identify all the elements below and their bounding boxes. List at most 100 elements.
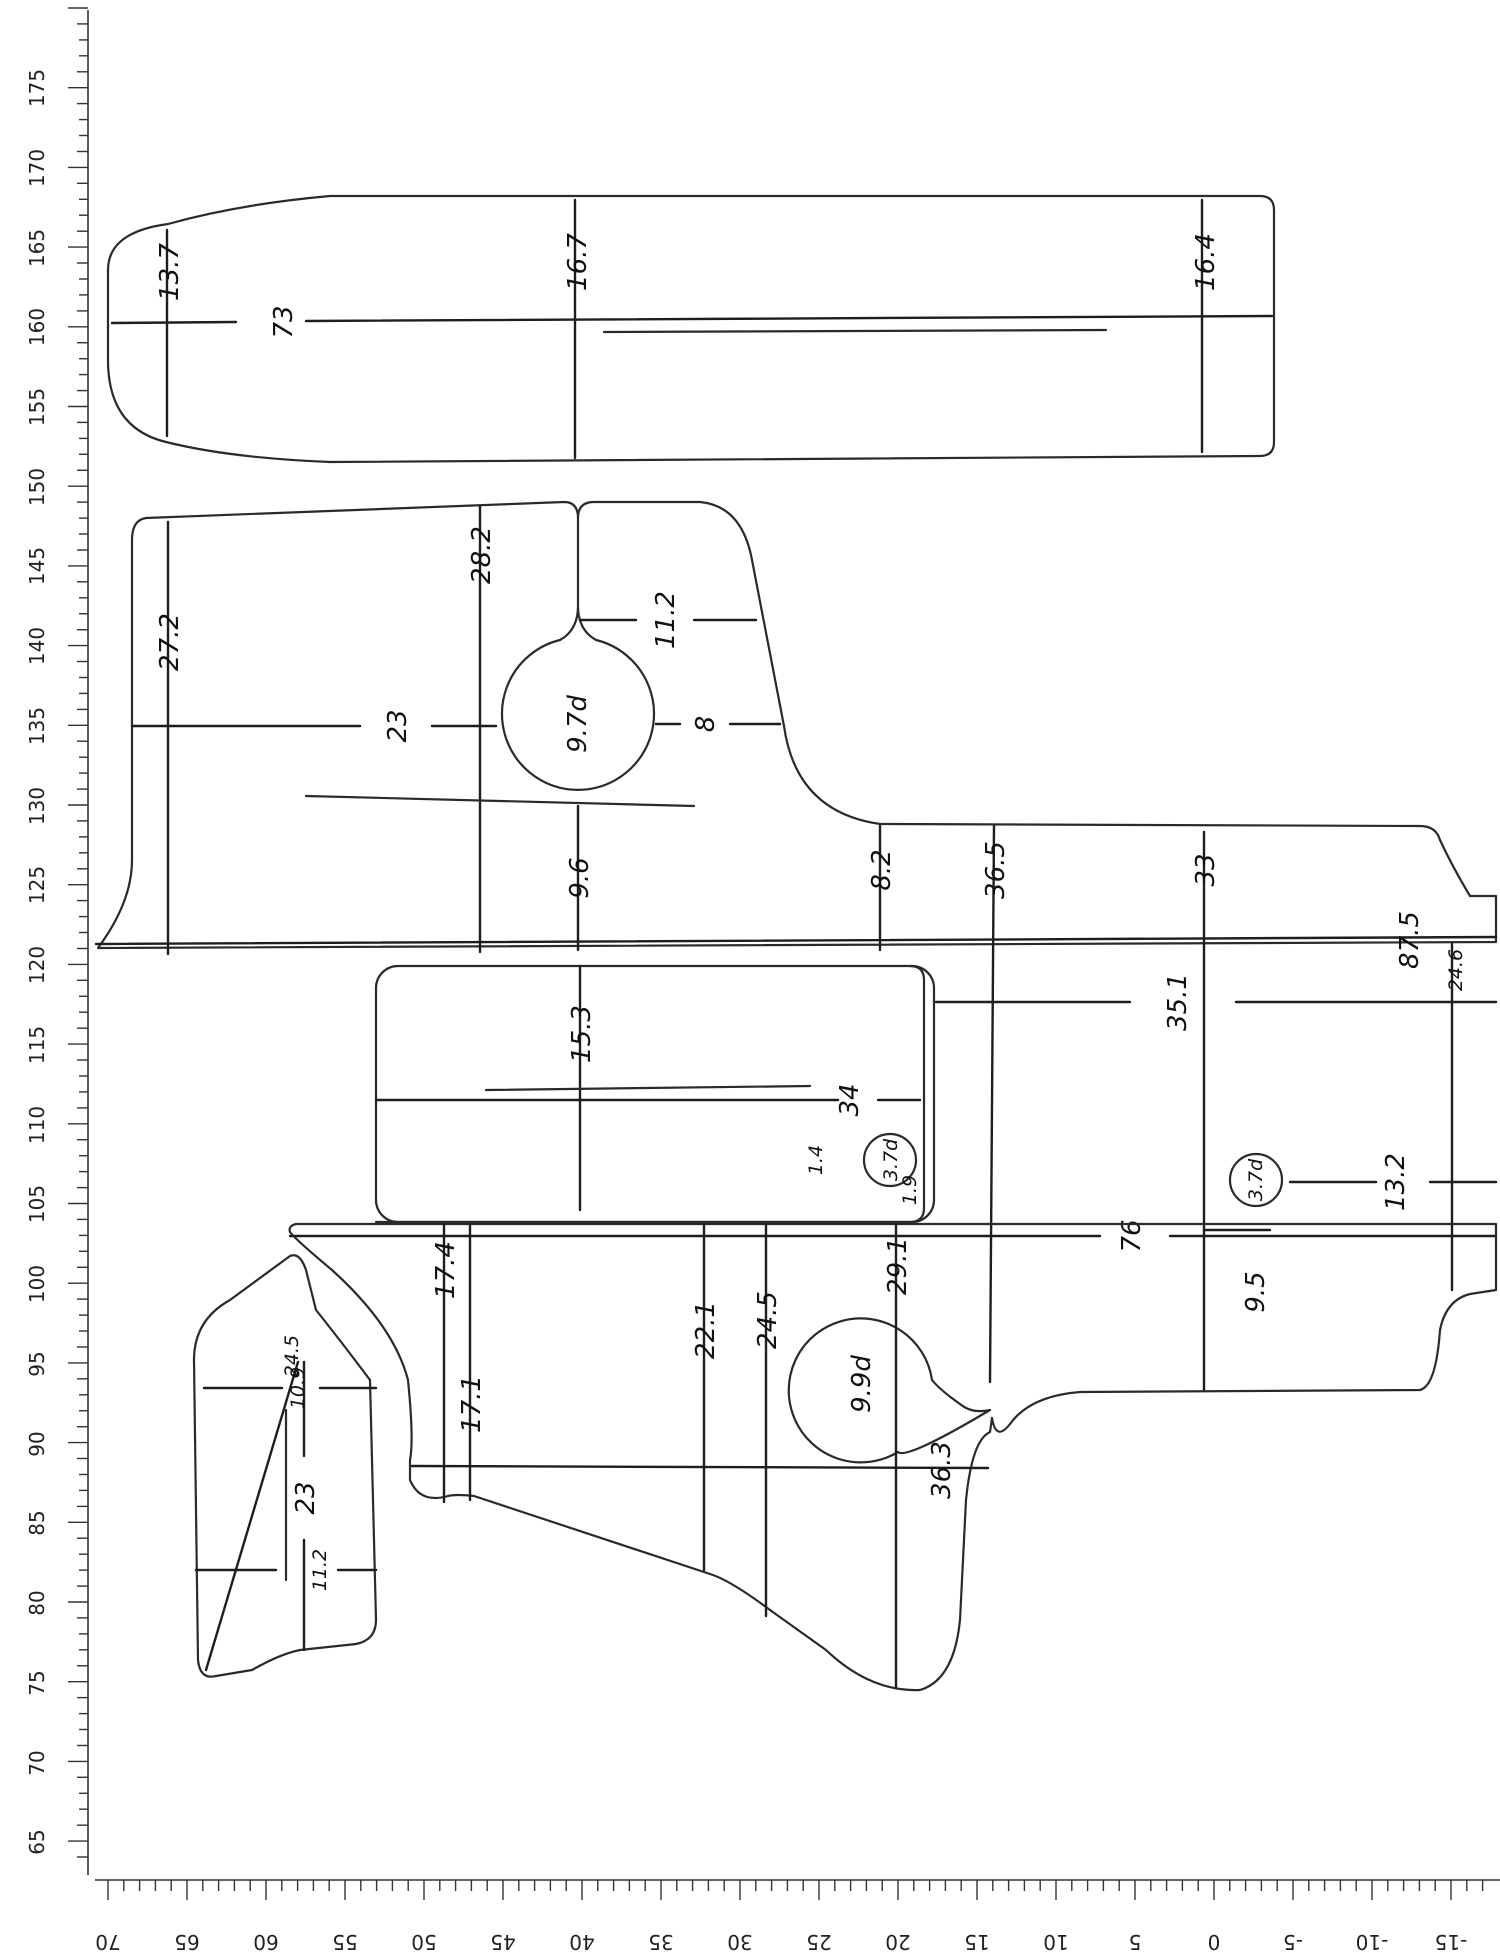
ruler-label-b10: 10 xyxy=(1043,1930,1068,1954)
piece-top-outline xyxy=(106,194,1276,464)
ruler-label-b35: 35 xyxy=(648,1930,673,1954)
ruler-label-b60: 60 xyxy=(253,1930,278,1954)
ruler-label-100: 100 xyxy=(25,1265,49,1303)
note-11-2: 11.2 xyxy=(651,591,681,649)
ruler-label-145: 145 xyxy=(25,547,49,585)
note-24-5b: 24.5 xyxy=(281,1335,303,1377)
dim-line-365 xyxy=(988,824,996,1384)
piece-lower-panel: 17.4 17.1 22.1 24.5 29.1 9.9d 36.3 xyxy=(288,1222,1498,1692)
ruler-label-75: 75 xyxy=(25,1670,49,1695)
note-15-3: 15.3 xyxy=(567,1005,597,1063)
ruler-label-150: 150 xyxy=(25,468,49,506)
ruler-label-b45: 45 xyxy=(490,1930,515,1954)
note-13-2: 13.2 xyxy=(1381,1153,1411,1211)
dim-line-363 xyxy=(410,1464,990,1470)
ruler-label-b5: 5 xyxy=(1129,1930,1142,1954)
ruler-label-65: 65 xyxy=(25,1829,49,1854)
ruler-label-70: 70 xyxy=(25,1750,49,1775)
piece-center-inner xyxy=(374,964,926,1224)
ruler-label-110: 110 xyxy=(25,1106,49,1144)
ruler-label-b25: 25 xyxy=(806,1930,831,1954)
note-11-2b: 11.2 xyxy=(309,1549,331,1591)
ruler-label-b70: 70 xyxy=(95,1930,120,1954)
note-17-4: 17.4 xyxy=(431,1241,461,1299)
note-3-7d-b: 3.7d xyxy=(1245,1158,1267,1201)
note-36-3: 36.3 xyxy=(927,1441,957,1499)
note-24-5: 24.5 xyxy=(753,1291,783,1349)
note-3-7d: 3.7d xyxy=(880,1138,902,1181)
note-28-2: 28.2 xyxy=(467,526,497,584)
piece-upper-panel: 27.2 28.2 23 11.2 9.7d 8 9.6 8.2 36.5 33… xyxy=(94,500,1498,1392)
ruler-label-b15: 15 xyxy=(964,1930,989,1954)
ruler-label-140: 140 xyxy=(25,627,49,665)
note-13-7: 13.7 xyxy=(155,243,185,301)
ruler-label-b40: 40 xyxy=(569,1930,594,1954)
dim-line-875 xyxy=(94,935,1498,946)
dim-line-245b xyxy=(204,1360,300,1672)
note-33: 33 xyxy=(1191,853,1221,886)
ruler-label-165: 165 xyxy=(25,229,49,267)
note-8-2: 8.2 xyxy=(867,849,897,890)
piece-top-panel: 13.7 73 16.7 16.4 xyxy=(106,194,1276,464)
note-16-4: 16.4 xyxy=(1191,233,1221,291)
bottom-ruler-labels: 70 65 60 55 50 45 40 35 30 25 20 15 10 5… xyxy=(95,1930,1467,1954)
piece-lower-outline xyxy=(288,1222,1498,1692)
note-9-7d: 9.7d xyxy=(563,695,593,753)
note-9-5: 9.5 xyxy=(1241,1271,1271,1312)
note-23b: 23 xyxy=(291,1481,321,1514)
small-circle-3-7b xyxy=(1228,1152,1284,1208)
note-27-2: 27.2 xyxy=(155,613,185,671)
ruler-label-130: 130 xyxy=(25,787,49,825)
note-8: 8 xyxy=(691,716,721,733)
ruler-label-125: 125 xyxy=(25,866,49,904)
note-23: 23 xyxy=(383,709,413,742)
note-9-9d: 9.9d xyxy=(847,1355,877,1413)
note-73: 73 xyxy=(269,305,299,338)
grain-line-1 xyxy=(602,328,1108,334)
ruler-label-160: 160 xyxy=(25,308,49,346)
grain-line-2 xyxy=(304,794,696,808)
ruler-label-b0: 0 xyxy=(1208,1930,1221,1954)
piece-center-rect: 15.3 34 1.4 3.7d 1.9 xyxy=(374,964,936,1224)
ruler-label-155: 155 xyxy=(25,388,49,426)
note-36-5: 36.5 xyxy=(981,841,1011,899)
piece-small-panel: 24.5 10.9 23 11.2 xyxy=(192,1254,378,1678)
small-circle-3-7 xyxy=(862,1132,918,1188)
ruler-label-b50: 50 xyxy=(411,1930,436,1954)
left-ruler-labels: 175 170 165 160 155 150 145 140 135 130 … xyxy=(25,69,49,1855)
ruler-label-105: 105 xyxy=(25,1185,49,1223)
dim-line-73 xyxy=(110,320,238,325)
ruler-label-90: 90 xyxy=(25,1431,49,1456)
note-35-1: 35.1 xyxy=(1163,973,1193,1031)
ruler-label-85: 85 xyxy=(25,1510,49,1535)
left-ruler: 175 170 165 160 155 150 145 140 135 130 … xyxy=(25,7,89,1875)
piece-upper-outline xyxy=(96,500,1498,950)
ruler-label-120: 120 xyxy=(25,946,49,984)
note-10-9: 10.9 xyxy=(287,1367,309,1409)
ruler-label-bm10: -10 xyxy=(1356,1930,1389,1954)
note-16-7: 16.7 xyxy=(563,233,593,291)
ruler-label-b65: 65 xyxy=(174,1930,199,1954)
note-1-4: 1.4 xyxy=(805,1145,827,1175)
ruler-label-135: 135 xyxy=(25,707,49,745)
note-87-5: 87.5 xyxy=(1395,911,1425,969)
ruler-label-170: 170 xyxy=(25,149,49,187)
note-29-1: 29.1 xyxy=(883,1237,913,1295)
ruler-label-bm15: -15 xyxy=(1435,1930,1468,1954)
piece-right-panel: 35.1 24.6 3.7d 13.2 76 9.5 xyxy=(288,942,1498,1313)
note-1-9: 1.9 xyxy=(899,1175,921,1205)
ruler-label-115: 115 xyxy=(25,1026,49,1064)
note-34: 34 xyxy=(835,1083,865,1116)
note-24-6: 24.6 xyxy=(1445,949,1467,991)
note-17-1: 17.1 xyxy=(457,1375,487,1433)
dim-line-73b xyxy=(304,314,1274,323)
note-9-6: 9.6 xyxy=(565,857,595,898)
ruler-label-80: 80 xyxy=(25,1590,49,1615)
ruler-label-175: 175 xyxy=(25,69,49,107)
ruler-label-b20: 20 xyxy=(885,1930,910,1954)
grain-line-3 xyxy=(484,1084,812,1092)
ruler-label-b55: 55 xyxy=(332,1930,357,1954)
ruler-label-bm5: -5 xyxy=(1283,1930,1303,1954)
piece-lower-circle xyxy=(787,1317,992,1464)
